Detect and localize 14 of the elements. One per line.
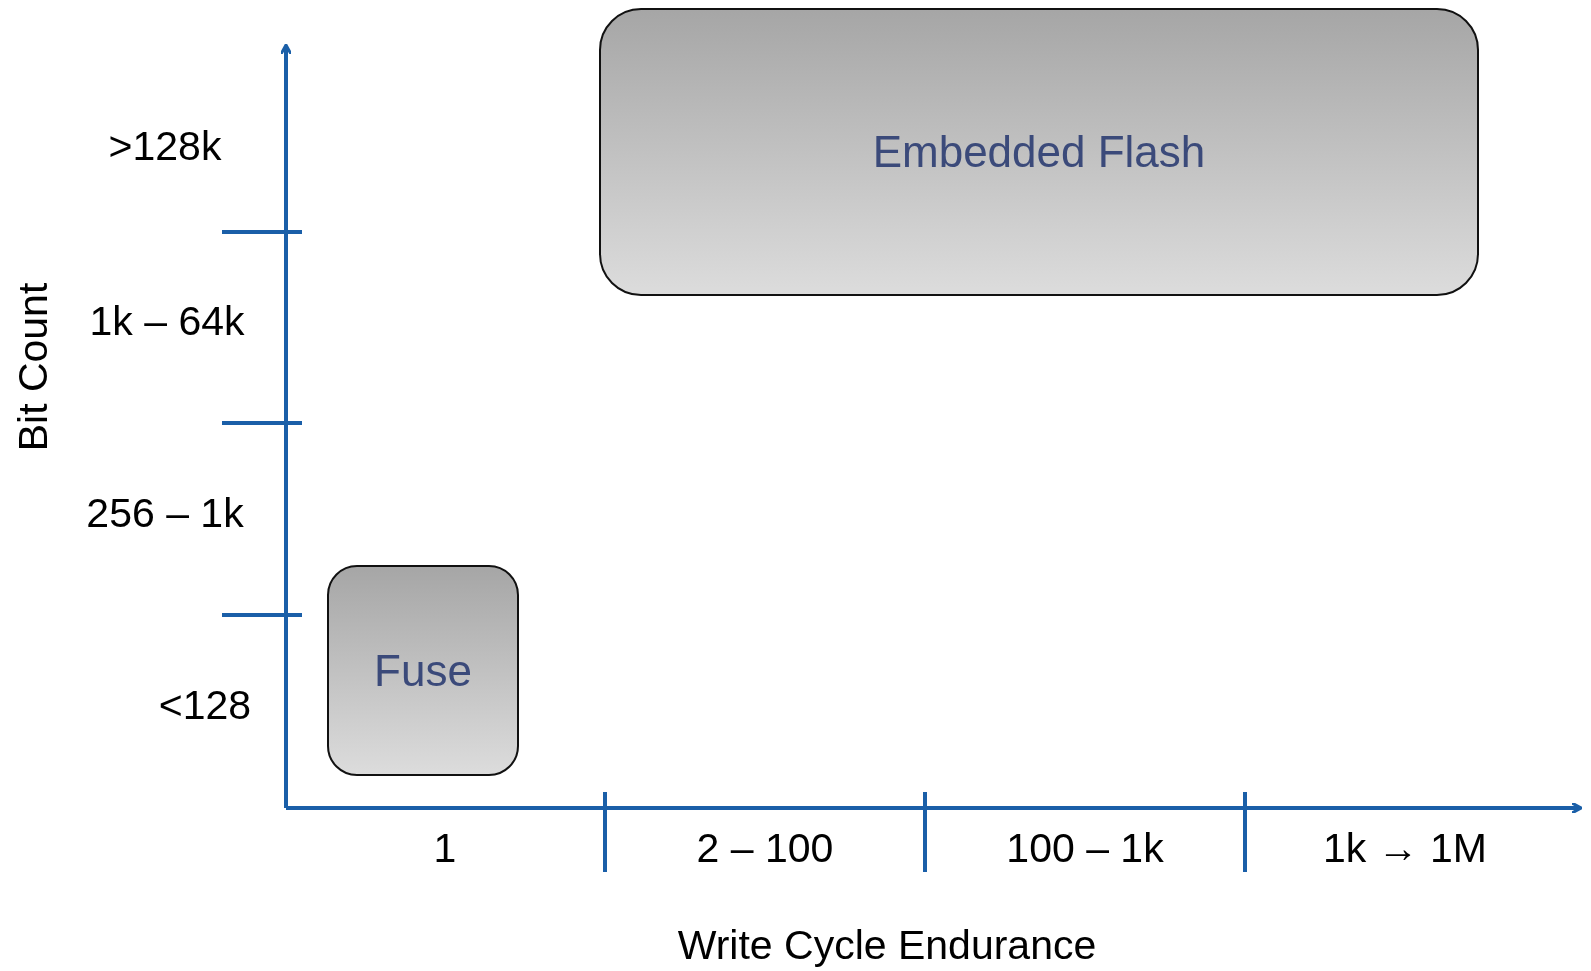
tick-label: <128 bbox=[158, 681, 252, 729]
axis-title: Bit Count bbox=[9, 282, 57, 452]
tick-label: 100 – 1k bbox=[1006, 824, 1164, 872]
box-label: Embedded Flash bbox=[872, 127, 1206, 177]
tick-label: 256 – 1k bbox=[86, 489, 244, 537]
rounded-box bbox=[327, 565, 519, 776]
box-label: Fuse bbox=[374, 645, 472, 696]
tick-label: 1 bbox=[433, 824, 457, 872]
tick-label: 1k – 64k bbox=[89, 297, 245, 345]
tick-label: 2 – 100 bbox=[696, 824, 834, 872]
tick-label: >128k bbox=[108, 122, 222, 170]
rounded-box bbox=[599, 8, 1479, 296]
axis-title: Write Cycle Endurance bbox=[677, 921, 1097, 969]
tick-label: 1k → 1M bbox=[1323, 824, 1487, 872]
